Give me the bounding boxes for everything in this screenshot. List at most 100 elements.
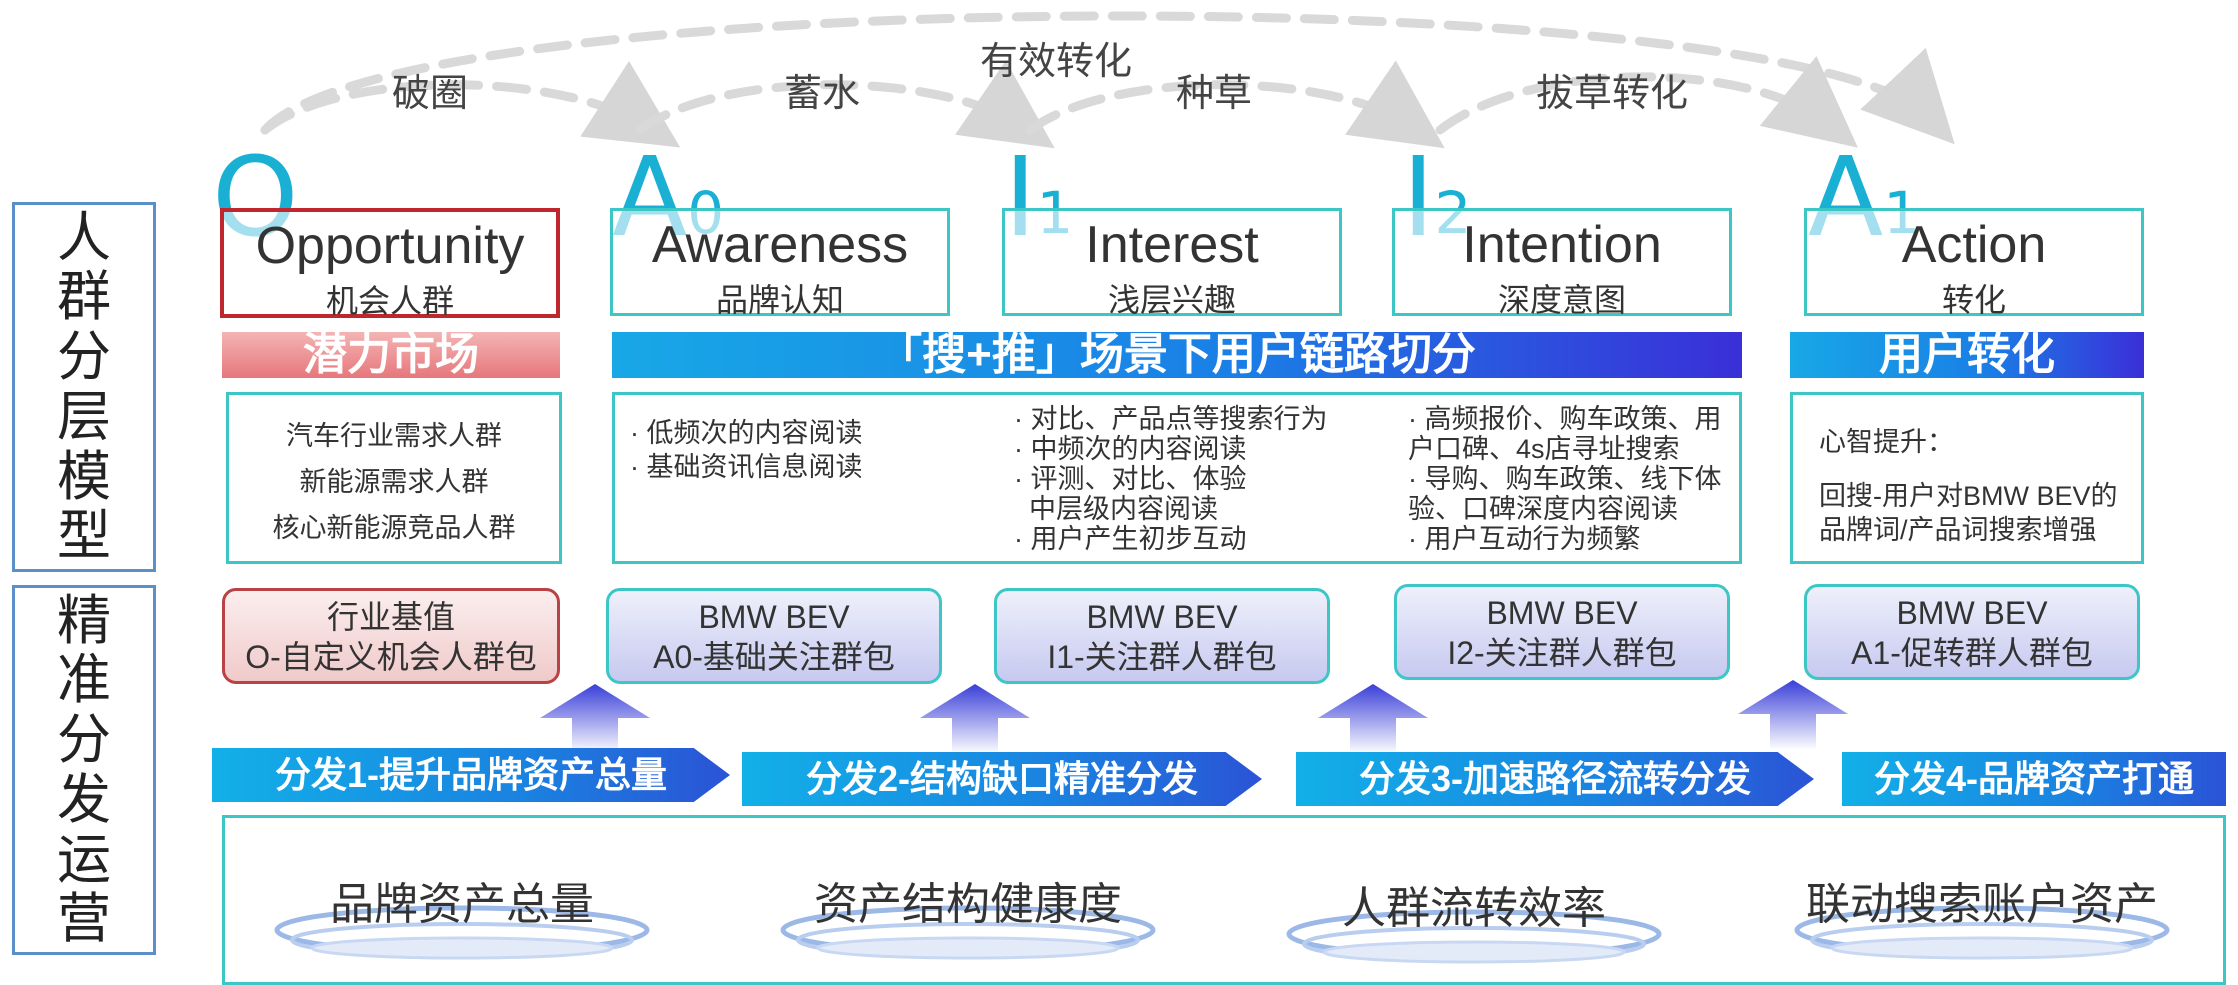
content-line: 心智提升： (1819, 427, 1954, 457)
arc-1 (260, 60, 681, 148)
platform-icon (1794, 905, 2170, 960)
stage-interest: Interest 浅层兴趣 (1002, 208, 1342, 318)
side-char: 营 (57, 889, 111, 950)
content-line: · 评测、对比、体验 (1014, 464, 1247, 494)
metric-label: 资产结构健康度 (814, 880, 1122, 929)
content-search-chain (612, 392, 1742, 564)
content-line: · 基础资讯信息阅读 (630, 452, 863, 482)
side-label-distribution: 精 准 分 发 运 营 (12, 585, 156, 955)
stage-en: Intention (1462, 216, 1662, 274)
package-line1: BMW BEV (1486, 595, 1638, 631)
stage-zh: 转化 (1941, 282, 2006, 318)
arc-label-top: 有效转化 (980, 41, 1133, 83)
content-line: 验、口碑深度内容阅读 (1408, 494, 1678, 524)
metric-flow-efficiency: 人群流转效率 (1284, 872, 1664, 964)
content-line: 汽车行业需求人群 (286, 421, 502, 451)
banner-search-recommend: 「搜+推」场景下用户链路切分 (612, 332, 1742, 378)
arc-label-4: 拔草转化 (1536, 73, 1689, 115)
stage-en: Awareness (651, 216, 909, 274)
package-a1: BMW BEV A1-促转群人群包 (1804, 584, 2140, 680)
arc-2 (635, 60, 1055, 149)
content-line: 中层级内容阅读 (1014, 494, 1219, 524)
content-line: · 用户产生初步互动 (1014, 524, 1247, 554)
content-line: 回搜-用户对BMW BEV的 (1819, 481, 2118, 511)
distribution-step-3: 分发3-加速路径流转分发 (1296, 752, 1814, 806)
metric-label: 联动搜索账户资产 (1806, 880, 2158, 929)
content-line: 品牌词/产品词搜索增强 (1819, 515, 2097, 545)
package-i1: BMW BEV I1-关注群人群包 (994, 588, 1330, 684)
content-line: 核心新能源竞品人群 (272, 513, 516, 543)
metric-structure-health: 资产结构健康度 (778, 868, 1158, 960)
metric-label: 品牌资产总量 (330, 880, 594, 929)
metric-search-assets: 联动搜索账户资产 (1792, 868, 2172, 960)
side-char: 模 (57, 446, 111, 507)
content-line (1819, 459, 2141, 479)
content-line: 户口碑、4s店寻址搜索 (1408, 434, 1680, 464)
stage-zh: 机会人群 (325, 283, 454, 319)
banner-potential-market: 潜力市场 (222, 332, 560, 378)
distribution-step-2: 分发2-结构缺口精准分发 (742, 752, 1262, 806)
package-line1: BMW BEV (1086, 599, 1238, 635)
side-char: 运 (57, 829, 111, 890)
distribution-step-1: 分发1-提升品牌资产总量 (212, 748, 730, 802)
content-line: · 中频次的内容阅读 (1014, 434, 1247, 464)
side-char: 分 (57, 710, 111, 771)
content-i2: · 高频报价、购车政策、用 户口碑、4s店寻址搜索 · 导购、购车政策、线下体 … (1408, 404, 1722, 554)
package-line1: 行业基值 (326, 599, 455, 635)
arc-label-2: 蓄水 (784, 73, 861, 115)
side-char: 人 (57, 207, 111, 268)
content-line: · 导购、购车政策、线下体 (1408, 464, 1722, 494)
stage-intention: Intention 深度意图 (1392, 208, 1732, 318)
side-char: 分 (57, 327, 111, 388)
package-line1: BMW BEV (1896, 595, 2048, 631)
banner-user-conversion: 用户转化 (1790, 332, 2144, 378)
side-char: 型 (57, 506, 111, 567)
arc-label-1: 破圈 (392, 73, 469, 115)
up-arrow-icon (1318, 684, 1428, 754)
distribution-step-4: 分发4-品牌资产打通 (1842, 752, 2226, 806)
up-arrow-icon (540, 684, 650, 754)
content-i1: · 对比、产品点等搜索行为 · 中频次的内容阅读 · 评测、对比、体验 中层级内… (1014, 404, 1328, 554)
package-i2: BMW BEV I2-关注群人群包 (1394, 584, 1730, 680)
package-line2: A1-促转群人群包 (1851, 635, 2093, 671)
package-line2: I2-关注群人群包 (1447, 635, 1677, 671)
side-char: 精 (57, 590, 111, 651)
content-line: · 高频报价、购车政策、用 (1408, 404, 1722, 434)
content-line: · 低频次的内容阅读 (630, 418, 863, 448)
platform-icon (1286, 909, 1662, 964)
side-label-segmentation: 人 群 分 层 模 型 (12, 202, 156, 572)
stage-zh: 浅层兴趣 (1107, 282, 1236, 318)
metric-brand-assets: 品牌资产总量 (272, 868, 652, 960)
up-arrow-icon (1738, 680, 1848, 750)
content-line: · 用户互动行为频繁 (1408, 524, 1641, 554)
stage-zh: 深度意图 (1497, 282, 1626, 318)
arc-3 (1025, 60, 1445, 149)
package-o: 行业基值 O-自定义机会人群包 (222, 588, 560, 684)
content-action: 心智提升： 回搜-用户对BMW BEV的 品牌词/产品词搜索增强 (1790, 392, 2144, 564)
stage-en: Action (1901, 216, 2047, 274)
content-line: 新能源需求人群 (299, 467, 489, 497)
stage-action: Action 转化 (1804, 208, 2144, 318)
package-line2: A0-基础关注群包 (653, 639, 895, 675)
side-char: 准 (57, 650, 111, 711)
arc-label-3: 种草 (1176, 73, 1253, 115)
content-opportunity: 汽车行业需求人群 新能源需求人群 核心新能源竞品人群 (226, 392, 562, 564)
side-char: 群 (57, 267, 111, 328)
platform-icon (274, 905, 650, 960)
package-a0: BMW BEV A0-基础关注群包 (606, 588, 942, 684)
stage-zh: 品牌认知 (715, 282, 844, 318)
platform-icon (780, 905, 1156, 960)
arc-4 (1435, 56, 1858, 148)
up-arrow-icon (920, 684, 1030, 754)
stage-awareness: Awareness 品牌认知 (610, 208, 950, 318)
content-line: · 对比、产品点等搜索行为 (1014, 404, 1328, 434)
side-char: 层 (57, 386, 111, 447)
metric-label: 人群流转效率 (1342, 884, 1606, 933)
stage-en: Interest (1085, 216, 1259, 274)
package-line1: BMW BEV (698, 599, 850, 635)
package-line2: I1-关注群人群包 (1047, 639, 1277, 675)
stage-opportunity: Opportunity 机会人群 (220, 208, 560, 319)
package-line2: O-自定义机会人群包 (245, 639, 537, 675)
side-char: 发 (57, 769, 111, 830)
